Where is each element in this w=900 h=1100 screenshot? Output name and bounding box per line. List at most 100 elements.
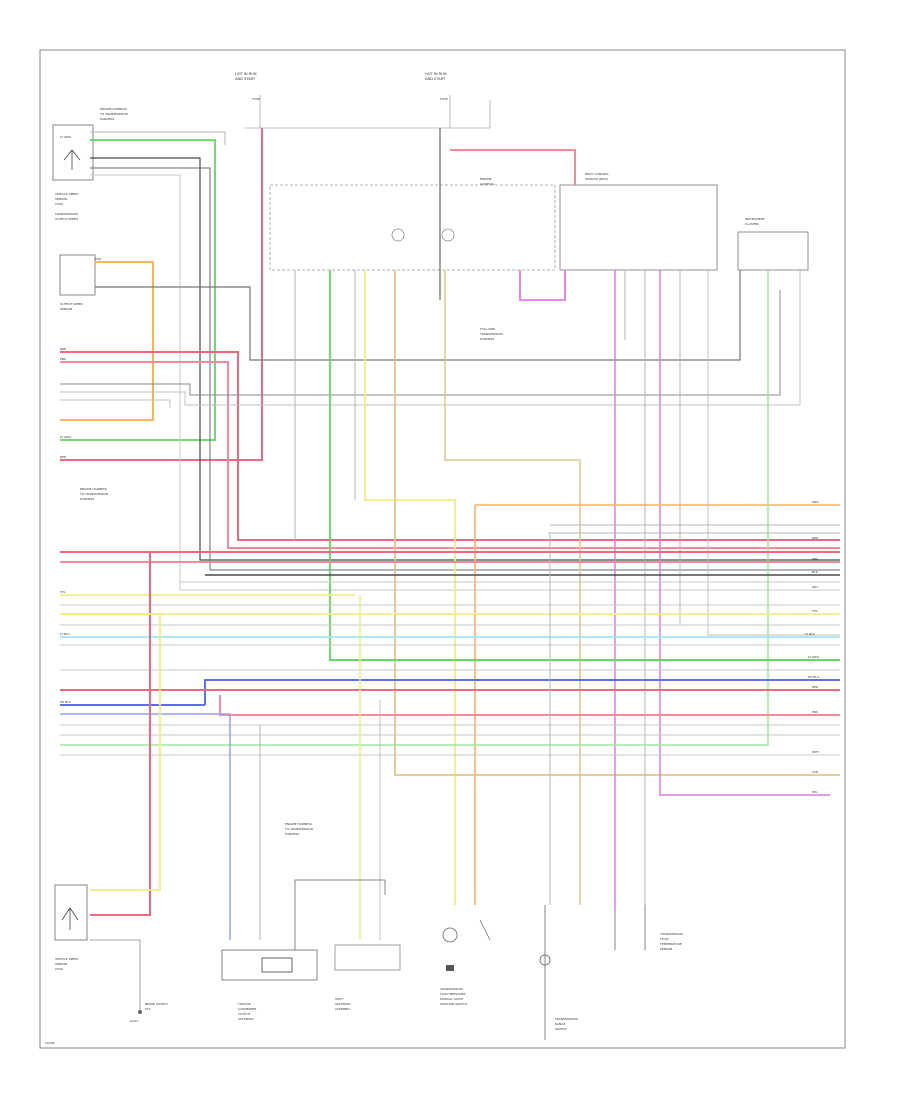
- vss-symbol: [61, 907, 79, 930]
- tag-left-pnk: PNK: [60, 357, 67, 361]
- vss-box: [54, 884, 88, 941]
- pressure-switch-symbol: [442, 927, 458, 943]
- diagram-frame: [39, 49, 846, 1049]
- wire-yellow-drop: [364, 270, 456, 905]
- tag-wht-1: WHT: [812, 750, 819, 754]
- label-bottom-left-block-2: TO TRANSMISSION: [79, 492, 108, 496]
- label-bcm-2: MODULE (BCM): [585, 177, 608, 181]
- indicator-lamp-2: [441, 228, 455, 242]
- wire-magenta-bcm: [519, 270, 566, 301]
- label-pressure-4: POSITION SWITCH: [440, 1002, 467, 1006]
- wire-yellow-down-left: [60, 613, 161, 891]
- label-vss-1: VEHICLE SPEED: [55, 957, 79, 961]
- label-shift-2: SOLENOID: [335, 1002, 351, 1006]
- label-bottom-left-block-3: HARNESS: [80, 497, 94, 501]
- label-top-left-3: HARNESS: [100, 117, 114, 121]
- wire-black-top-1: [90, 157, 840, 561]
- label-mid-left-2: SENSOR: [60, 307, 72, 311]
- tag-blk-1: BLK: [812, 570, 819, 574]
- top-left-sensor-box: [52, 124, 94, 181]
- label-harness-3: HARNESS: [480, 337, 494, 341]
- wire-black-left-sensor: [95, 270, 741, 361]
- tag-yel-1: YEL: [812, 609, 818, 613]
- tag-gry-1: GRY: [812, 585, 818, 589]
- label-ground: G103: [130, 1019, 138, 1023]
- tag-pnk-1: PNK: [812, 557, 819, 561]
- label-vss-2: SENSOR: [55, 962, 67, 966]
- wire-gray-loop-2: [60, 399, 171, 408]
- label-bcm-1: BODY CONTROL: [585, 172, 609, 176]
- label-engine-box-1: ENGINE: [480, 177, 492, 181]
- wire-red-fuse-left: [60, 128, 263, 461]
- instrument-cluster-box: [737, 231, 809, 271]
- label-tcc-3: CLUTCH: [238, 1012, 250, 1016]
- wire-magenta-right: [659, 270, 830, 796]
- label-brake-2: TCC: [144, 1007, 151, 1011]
- label-top-left-2: TO TRANSMISSION: [99, 112, 128, 116]
- tag-blu-1: DK BLU: [808, 675, 819, 679]
- label-engine-box-2: CONTROL: [480, 182, 495, 186]
- tcc-coil: [261, 957, 293, 973]
- label-left-sensor-2: SENSOR: [55, 197, 67, 201]
- label-harness-1: FULL SIZE: [480, 327, 495, 331]
- wire-black-loop-3: [60, 290, 781, 396]
- label-fuse-right: FUSE: [440, 97, 448, 101]
- label-hot-run-right-sub: AND START: [425, 77, 446, 81]
- label-hot-run-left-sub: AND START: [235, 77, 256, 81]
- wire-pink-left-1: [60, 361, 840, 549]
- tag-left-yel: YEL: [60, 590, 66, 594]
- label-hot-run-left: HOT IN RUN: [235, 72, 257, 76]
- label-vss-3: (VSS): [55, 967, 63, 971]
- label-range-2: RANGE: [555, 1022, 566, 1026]
- shift-solenoid-coil: [539, 954, 551, 966]
- brake-switch-box: [334, 944, 401, 971]
- label-cluster-1: INSTRUMENT: [745, 217, 765, 221]
- label-tcc-2: CONVERTER: [238, 1007, 256, 1011]
- tcc-solenoid-box: [221, 949, 318, 981]
- wire-tan-center: [444, 270, 581, 905]
- label-mid-left-1: OUTPUT SPEED: [60, 302, 84, 306]
- left-sensor-box: [59, 254, 96, 296]
- label-bottom-center-3: HARNESS: [285, 832, 299, 836]
- wire-red-left-1: [60, 351, 840, 541]
- label-left-sensor-3: (VSS): [55, 202, 63, 206]
- label-pressure-2: FLUID PRESSURE: [440, 992, 465, 996]
- label-range-3: SWITCH: [555, 1027, 567, 1031]
- label-tcc-4: SOLENOID: [238, 1017, 254, 1021]
- wire-gray-loop-1: [60, 270, 801, 406]
- wire-gray-top: [90, 131, 226, 145]
- label-fluid-temp-4: SENSOR: [660, 947, 672, 951]
- tag-left-red-2: RED: [60, 455, 67, 459]
- label-pressure-1: TRANSMISSION: [439, 987, 463, 991]
- wire-tan-drop: [394, 270, 840, 776]
- label-range-1: TRANSMISSION: [554, 1017, 578, 1021]
- tag-ltblu-1: LT BLU: [805, 632, 815, 636]
- label-top-left-1: ENGINE HARNESS: [100, 107, 127, 111]
- label-page-ref: 20346: [45, 1041, 55, 1045]
- wire-red-down-left: [60, 551, 151, 916]
- tag-org-1: ORG: [812, 500, 819, 504]
- tag-red-2: RED: [812, 685, 819, 689]
- label-harness-2: TRANSMISSION: [479, 332, 503, 336]
- tag-ppl-1: PPL: [812, 790, 818, 794]
- label-brake-1: BRAKE SWITCH: [145, 1002, 168, 1006]
- wire-gray-top-2: [90, 174, 840, 591]
- tag-grn-1: LT GRN: [808, 655, 819, 659]
- bus-pink-2: [219, 695, 840, 716]
- label-fluid-temp-3: TEMPERATURE: [659, 942, 682, 946]
- wire-orange-left: [60, 261, 154, 421]
- tag-left-red: RED: [60, 347, 67, 351]
- label-fluid-temp-2: FLUID: [660, 937, 669, 941]
- wire-green-right: [60, 270, 769, 746]
- pressure-switch-line: [479, 919, 491, 941]
- label-fluid-temp-1: TRANSMISSION: [659, 932, 683, 936]
- wire-green-top: [60, 139, 216, 441]
- tag-left-ltblu: LT BLU: [60, 632, 70, 636]
- tag-left-tan: TAN: [94, 257, 101, 261]
- tcc-supply: [294, 879, 386, 950]
- label-left-sensor-4: TRANSMISSION: [54, 212, 78, 216]
- top-left-sensor-symbol: [63, 149, 81, 170]
- wire-green-drop: [329, 270, 840, 661]
